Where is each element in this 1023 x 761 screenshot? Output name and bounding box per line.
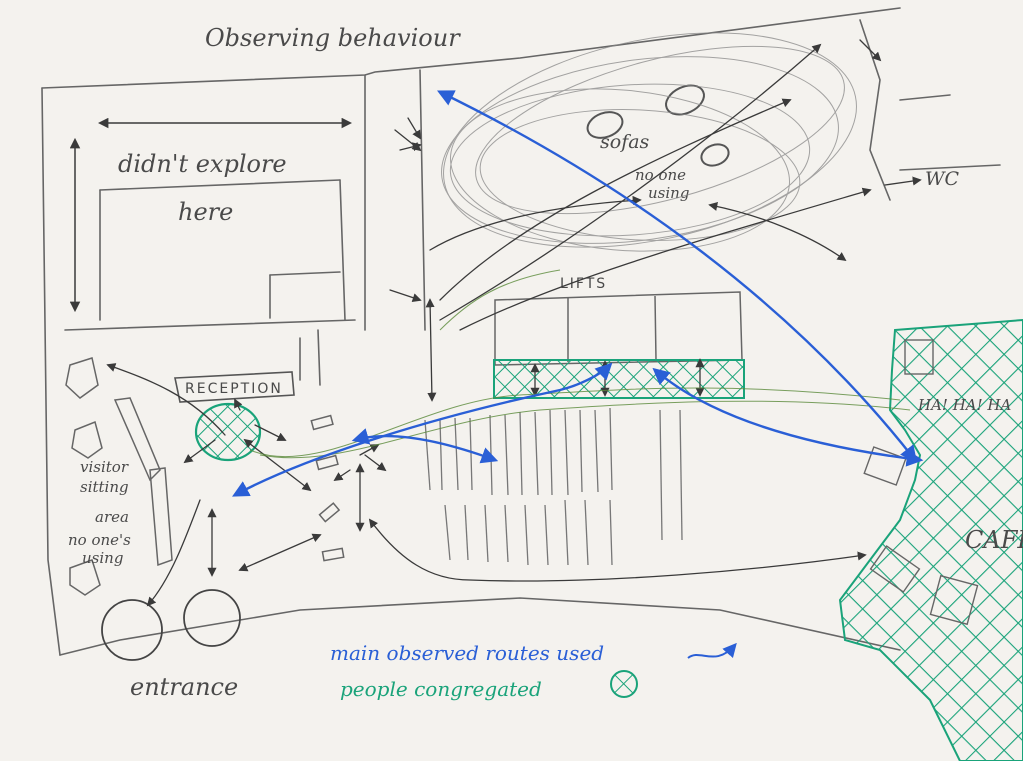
observed-pencil-routes	[106, 39, 922, 607]
cafe-label: CAFE	[965, 526, 1023, 554]
legend-routes-label: main observed routes used	[330, 641, 604, 665]
visitor-seating	[65, 357, 173, 596]
sofa-area-scribble	[441, 32, 857, 252]
sofas-label: sofas	[600, 131, 650, 153]
sofas	[586, 84, 730, 167]
legend: main observed routes used people congreg…	[330, 641, 737, 701]
visitor-area-line2: sitting	[80, 478, 129, 496]
legend-congregated-label: people congregated	[340, 677, 542, 701]
entrance-label: entrance	[130, 673, 238, 701]
unexplored-label-line1: didn't explore	[118, 150, 287, 178]
visitor-area-line5: using	[82, 549, 123, 567]
sofas-note-line2: using	[648, 184, 689, 202]
wc-label: WC	[925, 168, 960, 190]
reception-congregation-spot	[194, 402, 262, 462]
desk-grid	[424, 407, 683, 566]
entrance-doors	[101, 589, 241, 661]
cafe-sign: HA! HA! HA	[917, 396, 1012, 414]
doorway-markers	[310, 414, 345, 562]
legend-hatch-swatch-icon	[610, 670, 638, 698]
unexplored-label-line2: here	[178, 198, 233, 226]
visitor-area-line4: no one's	[68, 531, 131, 549]
sofas-note-line1: no one	[635, 166, 686, 184]
sketch-title: Observing behaviour	[205, 24, 461, 52]
unexplored-dimension-arrows	[69, 117, 353, 313]
lifts-block	[494, 291, 743, 366]
legend-route-arrow-icon	[687, 642, 737, 659]
lift-congregation-area	[493, 359, 745, 399]
reception-label: RECEPTION	[185, 381, 283, 397]
visitor-area-line3: area	[95, 508, 129, 526]
main-blue-routes	[232, 90, 924, 497]
visitor-area-line1: visitor	[80, 458, 129, 476]
